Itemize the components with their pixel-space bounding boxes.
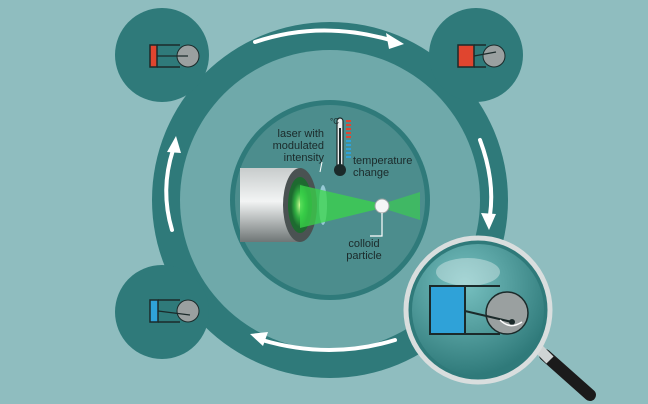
- laser-label: laser with modulated intensity: [272, 128, 324, 164]
- thermometer-icon: [334, 117, 351, 176]
- heater-block-icon: [149, 44, 506, 323]
- cycle-arrow-icon: [164, 28, 494, 352]
- temperature-label: temperature change: [353, 155, 413, 179]
- colloid-label: colloid particle: [346, 238, 382, 262]
- laser-beam: [300, 161, 420, 237]
- temperature-unit: °C: [330, 117, 339, 126]
- colloid-particle: [374, 198, 390, 214]
- magnifier-icon: [403, 235, 596, 401]
- node-top-right: [429, 8, 523, 102]
- cycle-arrow-heads: [167, 33, 496, 346]
- node-top-left: [115, 8, 209, 102]
